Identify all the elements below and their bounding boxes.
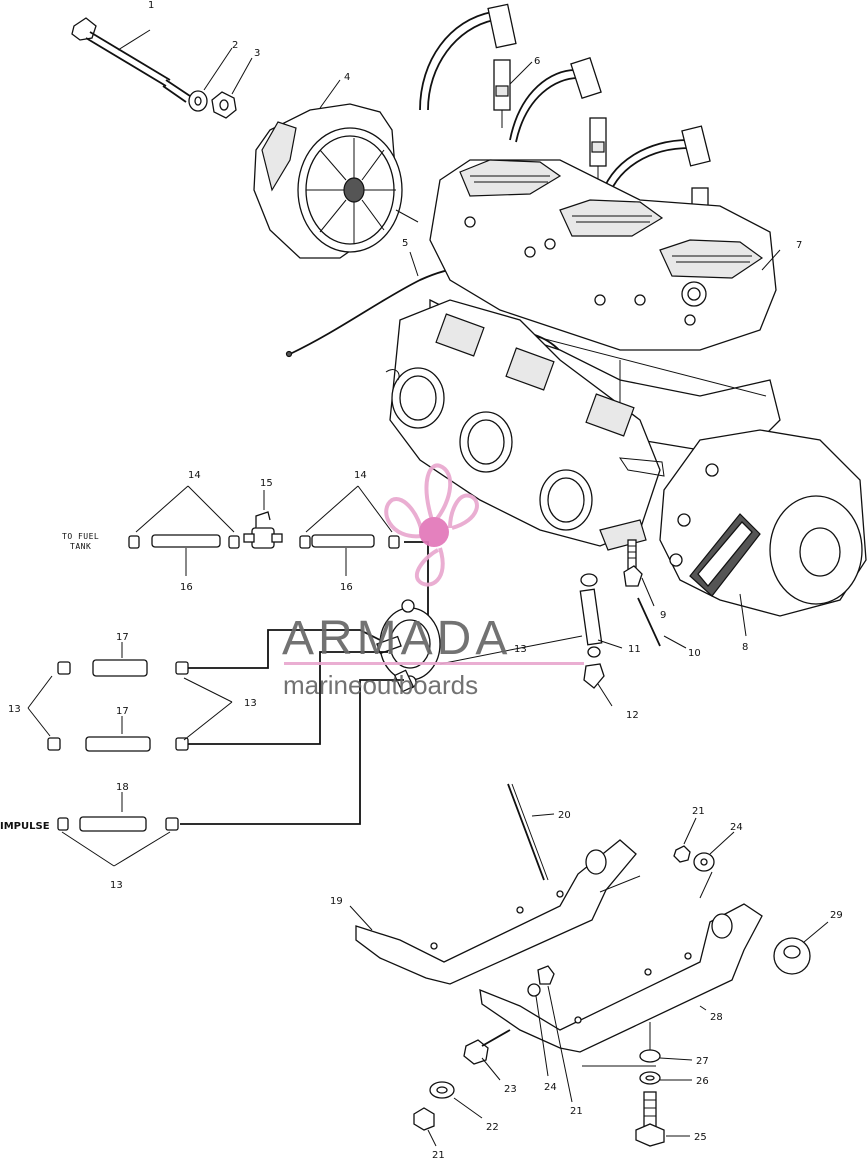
part-19-bracket [349,839,641,985]
callout-13-right: 13 [244,698,257,709]
callout-5: 5 [402,238,408,249]
callout-21-top: 21 [692,806,705,817]
callout-17-bottom: 17 [116,706,129,717]
propeller-logo [384,463,479,587]
part-2-washer [188,47,233,112]
callout-25: 25 [694,1132,707,1143]
callout-21-bottom: 21 [432,1150,445,1158]
label-to-fuel-tank-line1: TO FUEL [62,532,99,541]
callout-16-left: 16 [180,582,193,593]
callout-26: 26 [696,1076,709,1087]
callout-24-bottom: 24 [544,1082,557,1093]
callout-9: 9 [660,610,666,621]
callout-27: 27 [696,1056,709,1067]
callout-8: 8 [742,642,748,653]
part-9-fitting [623,539,655,607]
part-28-bracket [479,871,763,1067]
part-4-flywheel [253,79,419,259]
watermark-brand: ARMADA [282,612,511,665]
part-1-bolt [71,17,191,103]
carburetors [385,299,665,551]
callout-22: 22 [486,1122,499,1133]
callout-15: 15 [260,478,273,489]
part-12-bolt [583,646,613,707]
callout-19: 19 [330,896,343,907]
callout-14-left: 14 [188,470,201,481]
callout-4: 4 [344,72,350,83]
callout-6: 6 [534,56,540,67]
part-6-spark-plugs [419,3,711,254]
callout-1: 1 [148,0,154,11]
label-impulse: IMPULSE [0,821,50,832]
part-10-rod [637,597,687,649]
callout-2: 2 [232,40,238,51]
label-to-fuel-tank-line2: TANK [70,542,91,551]
callout-14-right: 14 [354,470,367,481]
callout-12: 12 [626,710,639,721]
callout-17-top: 17 [116,632,129,643]
callout-13-bottom: 13 [110,880,123,891]
callout-20: 20 [558,810,571,821]
part-3-nut [211,57,253,119]
part-20-rod [507,783,555,881]
callout-29: 29 [830,910,843,921]
callout-13-pump: 13 [514,644,527,655]
callout-16-right: 16 [340,582,353,593]
callout-21-mid: 21 [570,1106,583,1117]
callout-23: 23 [504,1084,517,1095]
part-11-sleeve [579,573,623,649]
callout-3: 3 [254,48,260,59]
part-8-intake [689,513,761,637]
callout-numbers: 1 2 3 4 5 6 7 8 9 10 11 12 13 13 13 13 1… [8,0,843,1158]
callout-28: 28 [710,1012,723,1023]
callout-18: 18 [116,782,129,793]
callout-11: 11 [628,644,641,655]
callout-24-top: 24 [730,822,743,833]
watermark-subtitle: marineoutboards [283,670,478,700]
callout-7: 7 [796,240,802,251]
callout-10: 10 [688,648,701,659]
mount-hardware [413,817,829,1147]
armada-watermark: ARMADA marineoutboards [282,463,584,700]
callout-13-left: 13 [8,704,21,715]
